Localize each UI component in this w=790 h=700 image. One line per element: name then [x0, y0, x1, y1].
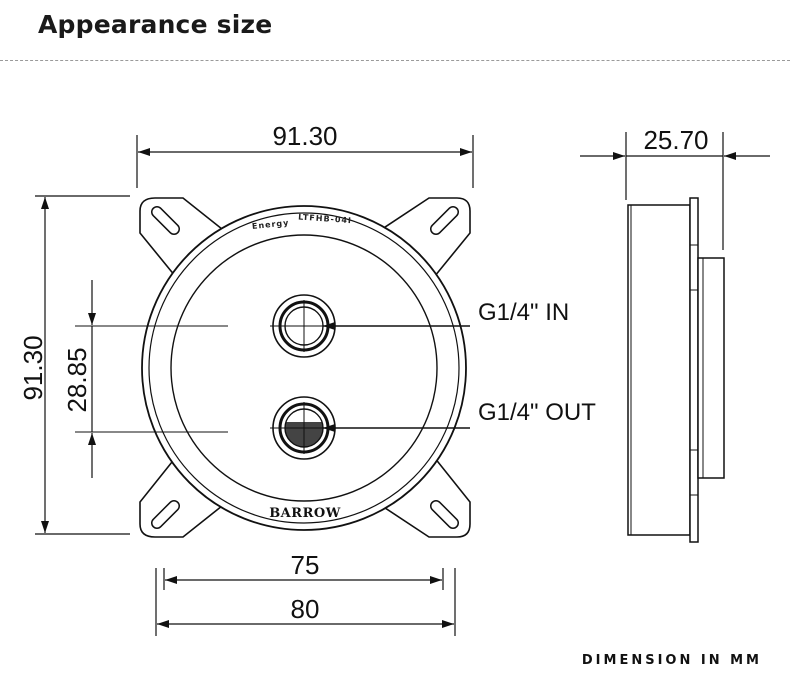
model-label: LTFHB-04I — [298, 212, 352, 225]
header-divider — [0, 60, 790, 61]
dim-hole-spacing-label: 75 — [291, 550, 320, 580]
dim-bottom-width-label: 80 — [291, 594, 320, 624]
brand-logo: BARROW — [269, 506, 341, 521]
page-title: Appearance size — [38, 10, 273, 39]
dim-left-height-label: 91.30 — [18, 335, 48, 400]
centerlines — [75, 300, 338, 454]
mounting-slot-top-left — [151, 206, 180, 235]
mounting-slot-bottom-right — [430, 500, 459, 529]
dim-side-depth — [580, 132, 770, 250]
block-inner-ring — [148, 212, 460, 524]
side-view — [627, 197, 725, 543]
mounting-bracket — [139, 197, 471, 538]
dim-side-depth-label: 25.70 — [643, 125, 708, 155]
series-label: Energy — [252, 218, 290, 231]
dim-bottom-width — [155, 568, 456, 636]
dim-top-width — [136, 135, 474, 188]
block-top-face — [170, 234, 438, 502]
mounting-slot-top-right — [430, 206, 459, 235]
dim-port-spacing-label: 28.85 — [62, 347, 92, 412]
side-view-ticks — [690, 244, 698, 496]
port-in-label: G1/4" IN — [478, 299, 569, 326]
dim-left-height — [35, 195, 130, 535]
block-outer-ring — [141, 205, 467, 531]
port-out-label: G1/4" OUT — [478, 399, 596, 426]
dim-top-width-label: 91.30 — [272, 121, 337, 151]
unit-note: DIMENSION IN MM — [581, 653, 762, 668]
mounting-slot-bottom-left — [151, 500, 180, 529]
dim-hole-spacing — [163, 568, 444, 590]
